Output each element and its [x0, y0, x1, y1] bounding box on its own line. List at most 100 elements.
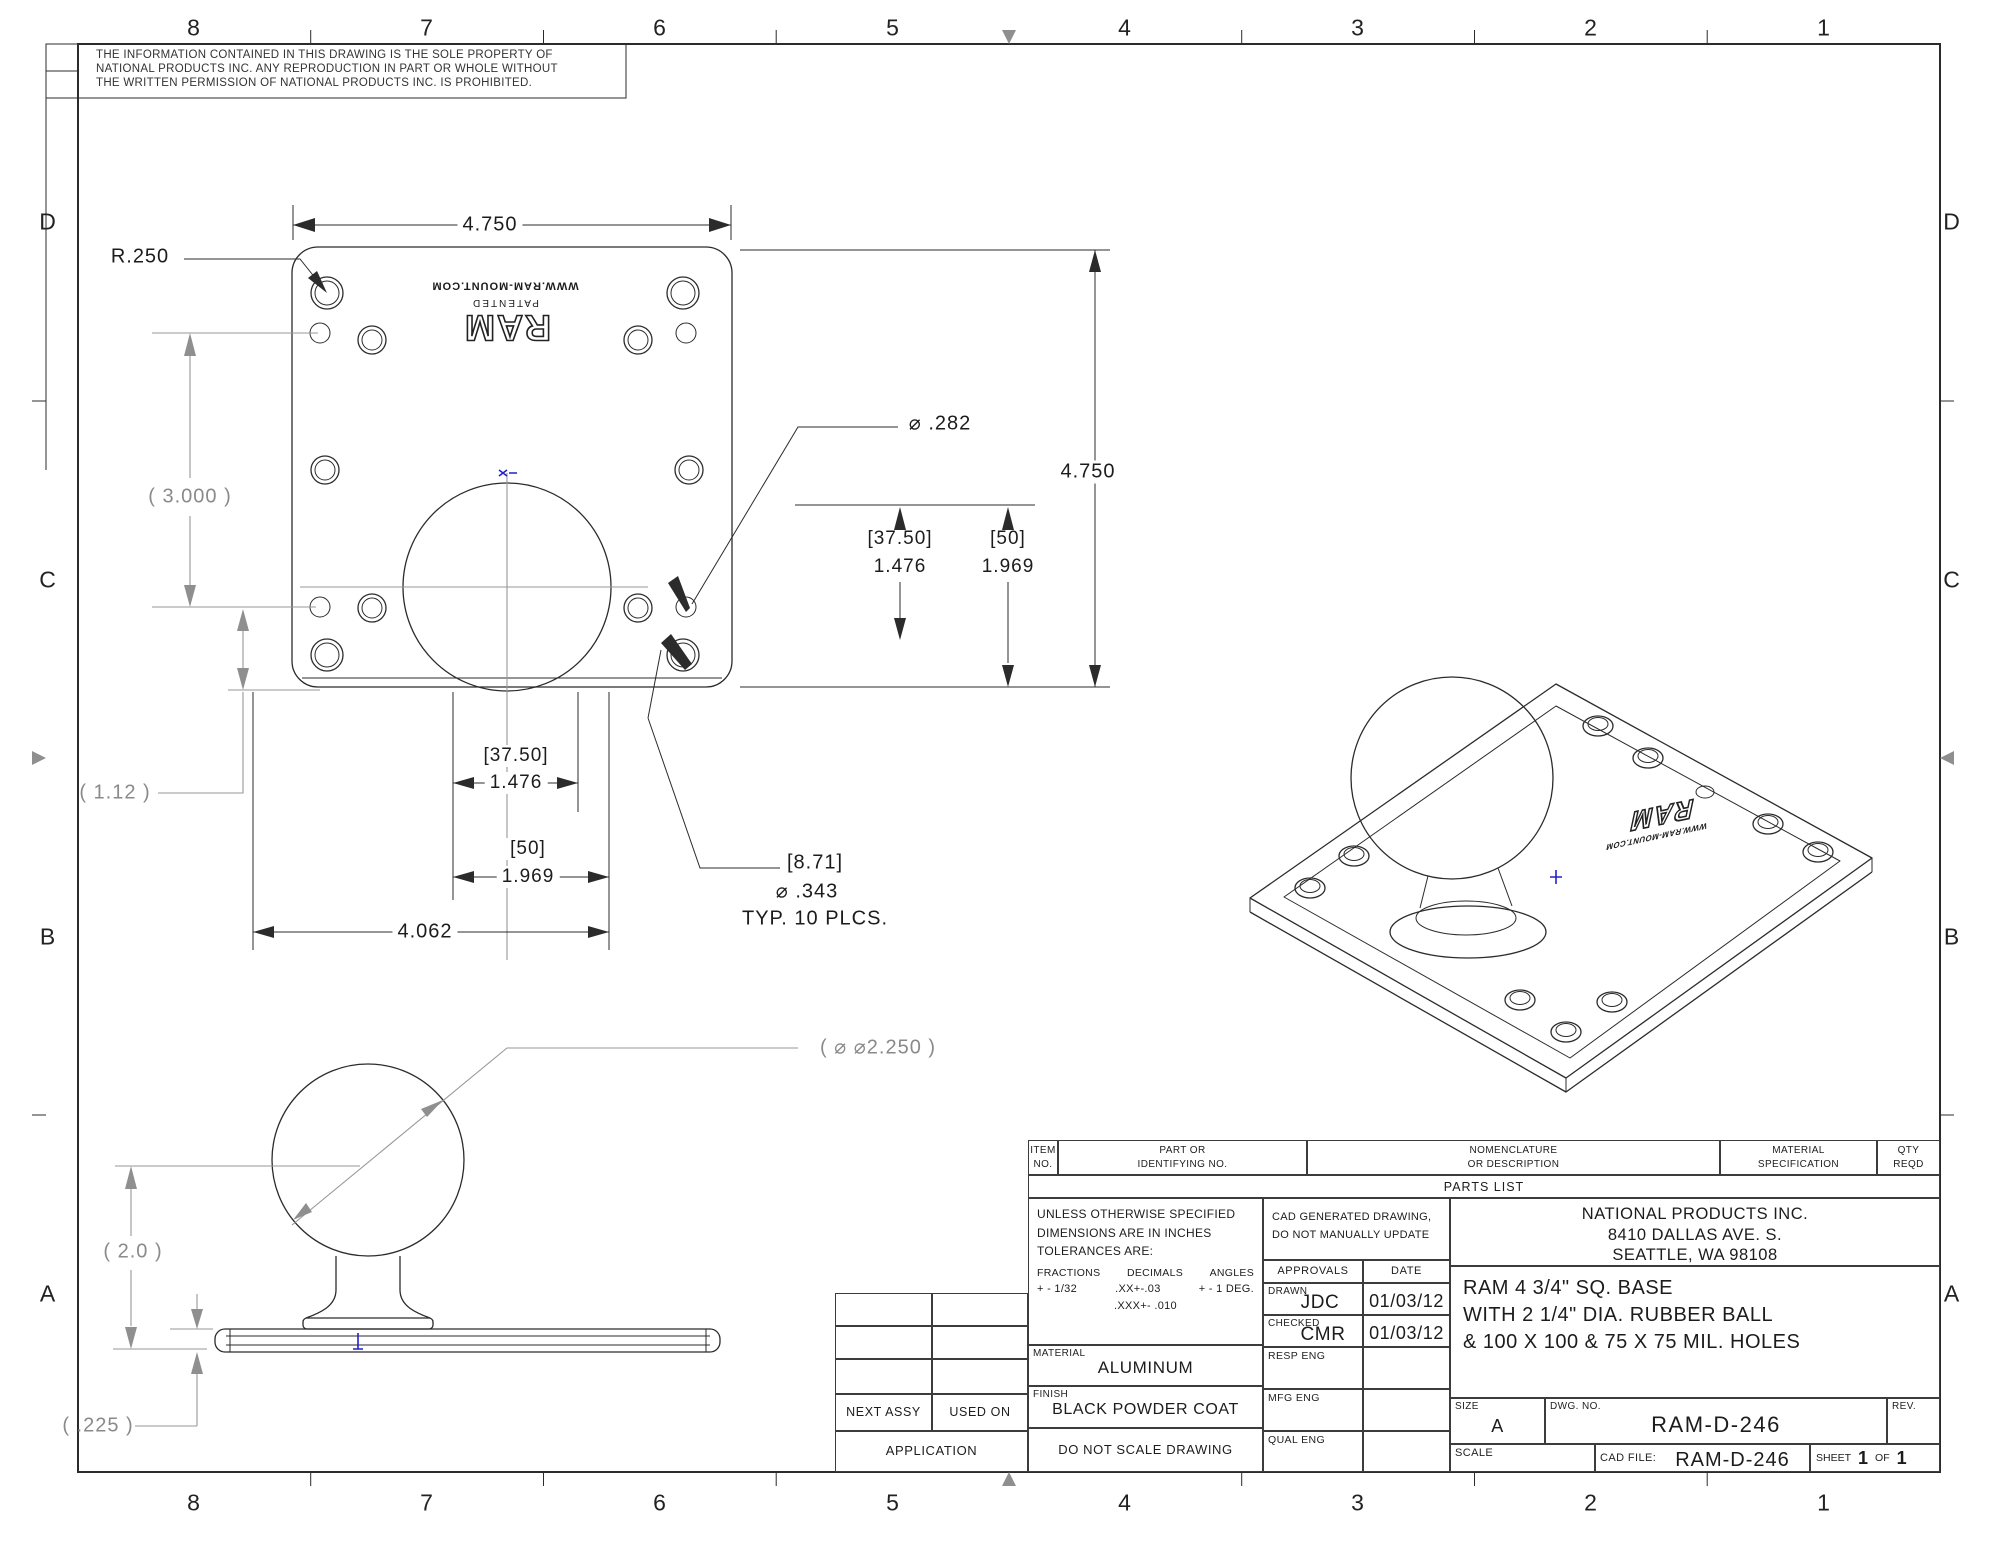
disclaimer-line: THE INFORMATION CONTAINED IN THIS DRAWIN…	[96, 49, 553, 61]
date-header: DATE	[1391, 1265, 1422, 1277]
qual-eng-cell: QUAL ENG	[1263, 1431, 1363, 1472]
application-empty-cell	[932, 1293, 1028, 1326]
disclaimer-line: NATIONAL PRODUCTS INC. ANY REPRODUCTION …	[96, 63, 558, 76]
application-empty-cell	[835, 1359, 932, 1394]
origin-marker-iso	[1550, 870, 1562, 884]
dim-bottom-in1: 1.476	[484, 772, 548, 794]
dim-corner-radius: R.250	[110, 245, 170, 268]
zone-col-bottom: 7	[420, 1489, 434, 1516]
parts-list-caption-row: PARTS LIST	[1028, 1175, 1940, 1198]
front-view-dimensions	[152, 205, 1110, 950]
iso-holes	[1294, 715, 1834, 1043]
dim-right-in1: 1.476	[873, 556, 927, 577]
finish-cell: FINISH BLACK POWDER COAT	[1028, 1386, 1263, 1428]
zone-col-bottom: 4	[1118, 1489, 1132, 1516]
application-empty-cell	[932, 1326, 1028, 1359]
zone-col-top: 6	[653, 14, 667, 41]
inner-holes	[310, 325, 704, 623]
sheet-border	[32, 30, 1954, 1486]
zone-col-bottom: 5	[886, 1489, 900, 1516]
parts-header-text: OR DESCRIPTION	[1467, 1158, 1560, 1170]
cad-file-cell: CAD FILE: RAM-D-246	[1595, 1444, 1810, 1472]
zone-col-top: 7	[420, 14, 434, 41]
application-caption-cell: APPLICATION	[835, 1431, 1028, 1472]
drawn-cell: DRAWN JDC	[1263, 1283, 1363, 1315]
sheet-label: SHEET	[1816, 1452, 1852, 1464]
parts-header-text: REQD	[1893, 1158, 1924, 1170]
iso-view	[1249, 676, 1873, 1093]
company-city: SEATTLE, WA 98108	[1612, 1246, 1778, 1265]
scale-label: SCALE	[1455, 1447, 1494, 1459]
mfg-eng-date-cell	[1363, 1389, 1450, 1431]
application-empty-cell	[835, 1326, 932, 1359]
dim-left-span: ( 3.000 )	[143, 485, 237, 509]
application-block: NEXT ASSY USED ON APPLICATION	[835, 1293, 1028, 1472]
drawing-title-line: WITH 2 1/4" DIA. RUBBER BALL	[1463, 1304, 1774, 1326]
resp-eng-cell: RESP ENG	[1263, 1347, 1363, 1389]
dim-holenote-dia: ⌀ .343	[775, 880, 839, 903]
corner-holes	[310, 276, 700, 672]
dim-bottom-mm2: [50]	[505, 838, 551, 860]
dim-bottom-width: 4.062	[392, 920, 458, 944]
zone-row-left: C	[39, 566, 57, 593]
tolerance-col-header: ANGLES	[1209, 1266, 1254, 1279]
sheet-cell: SHEET 1 OF 1	[1810, 1444, 1940, 1472]
zone-col-top: 1	[1817, 14, 1831, 41]
parts-col-qty: QTY REQD	[1877, 1140, 1940, 1175]
drawn-date: 01/03/12	[1369, 1291, 1444, 1311]
company-address: 8410 DALLAS AVE. S.	[1607, 1225, 1783, 1244]
parts-col-material: MATERIAL SPECIFICATION	[1720, 1140, 1877, 1175]
no-scale-note: DO NOT SCALE DRAWING	[1058, 1442, 1233, 1457]
application-empty-cell	[835, 1293, 932, 1326]
tolerance-value: + - 1/32	[1037, 1283, 1078, 1296]
tolerance-col-header: FRACTIONS	[1037, 1266, 1101, 1279]
parts-header-text: PART OR	[1159, 1145, 1206, 1156]
no-scale-cell: DO NOT SCALE DRAWING	[1028, 1428, 1263, 1472]
zone-row-left: B	[39, 923, 57, 950]
zone-col-top: 2	[1584, 14, 1598, 41]
drawn-label: DRAWN	[1268, 1286, 1308, 1297]
size-value: A	[1491, 1416, 1504, 1436]
dwg-no-value: RAM-D-246	[1651, 1412, 1781, 1437]
parts-header-text: SPECIFICATION	[1757, 1158, 1840, 1170]
tolerance-text: TOLERANCES ARE:	[1037, 1244, 1154, 1259]
dim-left-offset: ( 1.12 )	[79, 781, 151, 804]
checked-label: CHECKED	[1268, 1318, 1320, 1329]
zone-col-bottom: 8	[187, 1489, 201, 1516]
dim-right-mm2: [50]	[990, 528, 1026, 549]
size-label: SIZE	[1455, 1401, 1479, 1412]
qual-eng-label: QUAL ENG	[1268, 1434, 1326, 1446]
tolerance-value: + - 1 DEG.	[1198, 1283, 1254, 1296]
drawing-title-line: & 100 X 100 & 75 X 75 MIL. HOLES	[1463, 1331, 1801, 1353]
dim-hole-small: ⌀ .282	[908, 412, 972, 435]
checked-cell: CHECKED CMR	[1263, 1315, 1363, 1347]
checked-date: 01/03/12	[1369, 1323, 1444, 1343]
parts-header-text: NO.	[1033, 1158, 1053, 1170]
drawing-title-line: RAM 4 3/4" SQ. BASE	[1463, 1277, 1674, 1299]
cad-note-text: DO NOT MANUALLY UPDATE	[1272, 1228, 1430, 1241]
tolerance-text: DIMENSIONS ARE IN INCHES	[1037, 1225, 1212, 1240]
sheet-of-label: OF	[1875, 1452, 1890, 1464]
used-on-cell: USED ON	[932, 1394, 1028, 1431]
mfg-eng-label: MFG ENG	[1268, 1392, 1320, 1404]
parts-header-text: NOMENCLATURE	[1469, 1145, 1558, 1156]
dim-overall-height: ( 2.0 )	[98, 1240, 168, 1264]
qual-eng-date-cell	[1363, 1431, 1450, 1472]
parts-list-caption: PARTS LIST	[1443, 1180, 1525, 1194]
zone-col-top: 5	[886, 14, 900, 41]
checked-by: CMR	[1300, 1324, 1346, 1345]
scale-cell: SCALE	[1450, 1444, 1595, 1472]
zone-col-top: 8	[187, 14, 201, 41]
zone-col-top: 3	[1351, 14, 1365, 41]
origin-marker-side	[353, 1333, 363, 1350]
checked-date-cell: 01/03/12	[1363, 1315, 1450, 1347]
zone-row-left: D	[39, 208, 57, 235]
tolerance-block: UNLESS OTHERWISE SPECIFIED DIMENSIONS AR…	[1028, 1198, 1263, 1345]
zone-col-bottom: 6	[653, 1489, 667, 1516]
company-cell: NATIONAL PRODUCTS INC. 8410 DALLAS AVE. …	[1450, 1198, 1940, 1266]
finish-value: BLACK POWDER COAT	[1052, 1401, 1239, 1418]
resp-eng-date-cell	[1363, 1347, 1450, 1389]
size-cell: SIZE A	[1450, 1398, 1545, 1444]
